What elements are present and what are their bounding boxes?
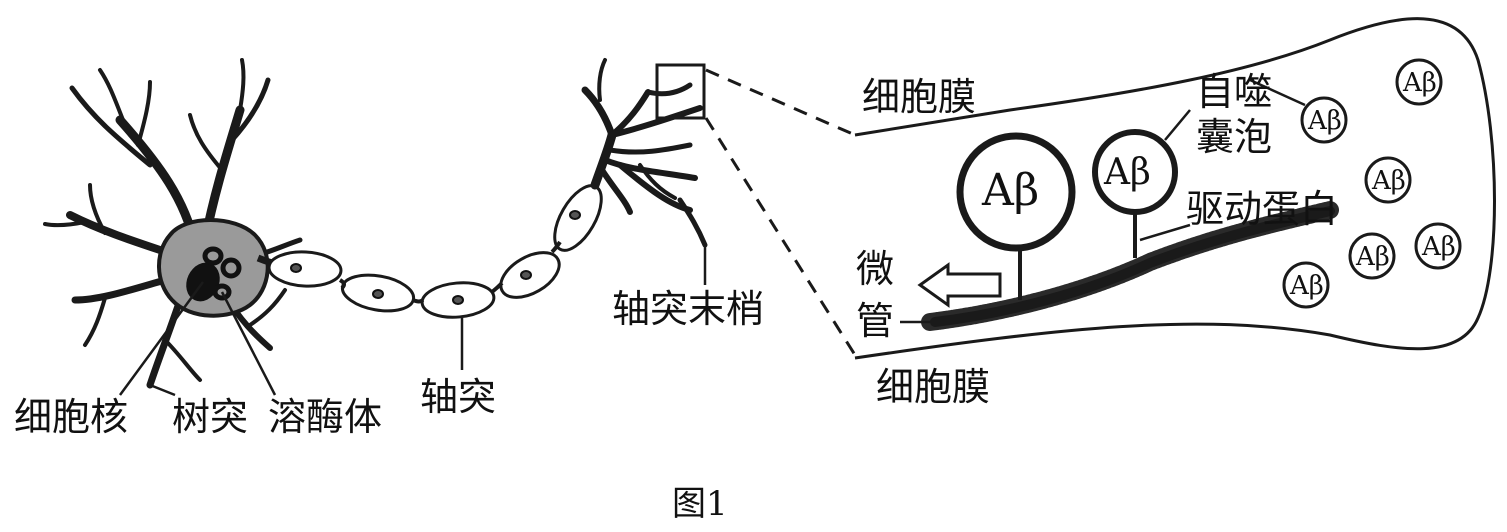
vesicle-medium-label: Aβ — [1103, 152, 1151, 193]
label-microtubule-2: 管 — [856, 299, 894, 343]
label-microtubule-1: 微 — [856, 247, 894, 291]
label-motor-protein: 驱动蛋白 — [1186, 187, 1338, 231]
abeta-free-6: Aβ — [1289, 271, 1324, 301]
free-abeta-group — [1282, 58, 1462, 309]
label-autophagic-vesicle-2: 囊泡 — [1196, 115, 1272, 159]
abeta-free-5: Aβ — [1355, 242, 1390, 272]
label-lysosome: 溶酶体 — [268, 395, 382, 439]
transport-arrow — [917, 262, 1002, 308]
label-autophagic-vesicle-1: 自噬 — [1196, 70, 1272, 114]
label-axon-terminal: 轴突末梢 — [612, 287, 764, 331]
abeta-free-3: Aβ — [1371, 166, 1406, 196]
axon-terminal — [581, 58, 708, 248]
zoom-line-top — [705, 68, 856, 137]
abeta-free-4: Aβ — [1421, 232, 1456, 262]
label-cell-membrane-top: 细胞膜 — [862, 75, 976, 119]
label-cell-membrane-bottom: 细胞膜 — [876, 365, 990, 409]
lysosomes — [202, 246, 242, 301]
figure-caption: 图1 — [672, 484, 728, 524]
label-axon: 轴突 — [420, 375, 496, 419]
label-dendrite: 树突 — [172, 395, 248, 439]
vesicle-large-label: Aβ — [981, 165, 1039, 216]
abeta-free-2: Aβ — [1307, 106, 1342, 136]
neuron — [43, 58, 857, 389]
label-nucleus: 细胞核 — [14, 395, 128, 439]
zoom-leader-lines — [900, 78, 1306, 324]
motor-protein-stalks — [1018, 213, 1137, 300]
terminal-zoom: Aβ Aβ Aβ Aβ Aβ Aβ Aβ Aβ — [854, 17, 1496, 360]
neuron-leader-lines — [118, 245, 707, 397]
abeta-free-1: Aβ — [1402, 68, 1437, 98]
axon — [267, 184, 603, 319]
zoom-box — [655, 63, 706, 120]
schwann-nuclei — [290, 210, 581, 305]
terminal-membrane — [854, 17, 1496, 360]
vesicle-medium — [1092, 129, 1178, 215]
vesicle-large — [956, 132, 1076, 252]
dendrites — [43, 58, 303, 389]
